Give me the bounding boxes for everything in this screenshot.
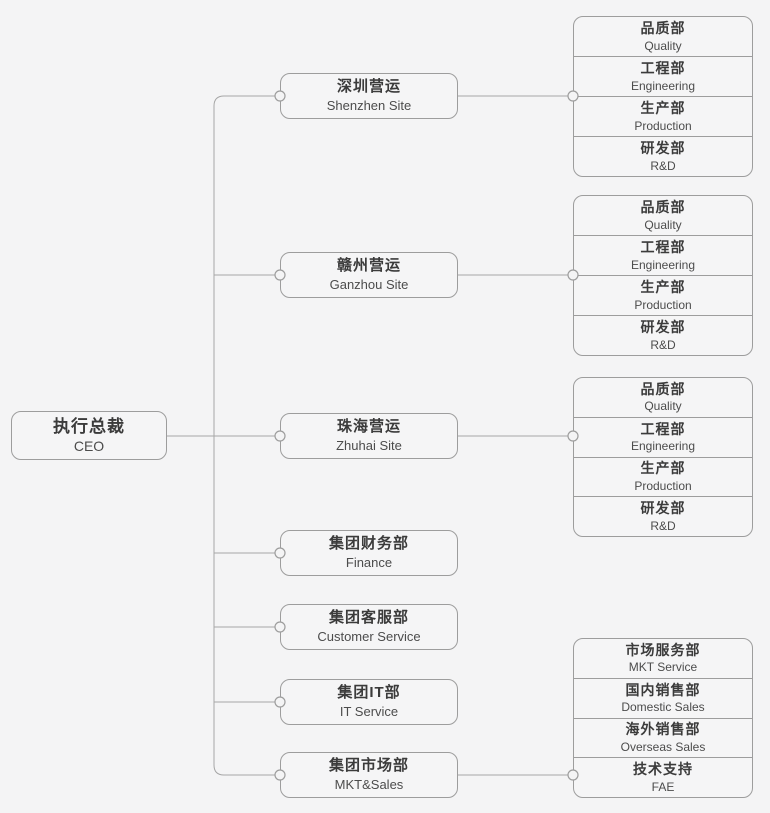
dept-label-en: Production	[634, 118, 692, 133]
node-label-zh: 赣州营运	[336, 257, 401, 275]
dept-label-en: Production	[634, 478, 692, 493]
node-ceo[interactable]: 执行总裁 CEO	[11, 411, 167, 460]
dept-label-en: R&D	[650, 158, 676, 173]
dept-overseas-sales[interactable]: 海外销售部 Overseas Sales	[574, 717, 752, 758]
dept-label-en: Domestic Sales	[621, 700, 705, 715]
dept-label-en: R&D	[650, 518, 676, 533]
dept-mkt-service[interactable]: 市场服务部 MKT Service	[574, 639, 752, 678]
dept-label-zh: 生产部	[640, 460, 686, 477]
dept-label-en: Overseas Sales	[620, 739, 706, 754]
node-label-en: MKT&Sales	[334, 777, 404, 793]
dept-label-zh: 工程部	[640, 420, 686, 437]
group-ganzhou-departments: 品质部 Quality 工程部 Engineering 生产部 Producti…	[573, 195, 753, 356]
group-mkt-departments: 市场服务部 MKT Service 国内销售部 Domestic Sales 海…	[573, 638, 753, 798]
dept-rd[interactable]: 研发部 R&D	[574, 496, 752, 536]
dept-label-en: Quality	[644, 399, 682, 414]
dept-label-zh: 生产部	[640, 100, 686, 117]
dept-label-en: Engineering	[630, 78, 696, 93]
dept-label-en: Production	[634, 297, 692, 312]
group-zhuhai-departments: 品质部 Quality 工程部 Engineering 生产部 Producti…	[573, 377, 753, 537]
dept-label-zh: 市场服务部	[625, 641, 701, 658]
dept-rd[interactable]: 研发部 R&D	[574, 136, 752, 176]
node-shenzhen-site[interactable]: 深圳营运 Shenzhen Site	[280, 73, 458, 119]
dept-label-zh: 海外销售部	[625, 721, 701, 738]
dept-label-zh: 品质部	[640, 20, 686, 37]
dept-domestic-sales[interactable]: 国内销售部 Domestic Sales	[574, 677, 752, 718]
dept-fae[interactable]: 技术支持 FAE	[574, 757, 752, 797]
node-label-zh: 集团市场部	[328, 757, 409, 775]
node-ceo-label-zh: 执行总裁	[53, 416, 125, 436]
node-label-zh: 珠海营运	[336, 418, 401, 436]
node-it-service[interactable]: 集团IT部 IT Service	[280, 679, 458, 725]
dept-engineering[interactable]: 工程部 Engineering	[574, 56, 752, 96]
dept-label-en: Engineering	[630, 439, 696, 454]
dept-label-en: Engineering	[630, 257, 696, 272]
dept-production[interactable]: 生产部 Production	[574, 96, 752, 136]
dept-quality[interactable]: 品质部 Quality	[574, 17, 752, 56]
dept-label-en: R&D	[650, 337, 676, 352]
dept-production[interactable]: 生产部 Production	[574, 275, 752, 315]
node-customer-service[interactable]: 集团客服部 Customer Service	[280, 604, 458, 650]
trunk-line	[213, 95, 275, 776]
dept-label-en: MKT Service	[628, 660, 698, 675]
dept-label-zh: 研发部	[640, 140, 686, 157]
node-zhuhai-site[interactable]: 珠海营运 Zhuhai Site	[280, 413, 458, 459]
node-ceo-label-en: CEO	[73, 438, 105, 455]
node-label-en: Ganzhou Site	[329, 277, 409, 293]
dept-label-zh: 生产部	[640, 279, 686, 296]
group-shenzhen-departments: 品质部 Quality 工程部 Engineering 生产部 Producti…	[573, 16, 753, 177]
dept-label-en: Quality	[644, 217, 682, 232]
dept-label-zh: 研发部	[640, 319, 686, 336]
node-mkt-sales[interactable]: 集团市场部 MKT&Sales	[280, 752, 458, 798]
dept-label-zh: 国内销售部	[625, 681, 701, 698]
dept-label-zh: 工程部	[640, 60, 686, 77]
node-label-zh: 集团财务部	[328, 535, 409, 553]
node-label-zh: 集团IT部	[337, 684, 401, 702]
dept-label-zh: 工程部	[640, 239, 686, 256]
node-label-en: Zhuhai Site	[336, 438, 402, 454]
node-label-zh: 深圳营运	[336, 78, 401, 96]
dept-engineering[interactable]: 工程部 Engineering	[574, 235, 752, 275]
node-ganzhou-site[interactable]: 赣州营运 Ganzhou Site	[280, 252, 458, 298]
dept-rd[interactable]: 研发部 R&D	[574, 315, 752, 355]
dept-production[interactable]: 生产部 Production	[574, 456, 752, 497]
dept-label-en: Quality	[644, 38, 682, 53]
dept-label-zh: 品质部	[640, 199, 686, 216]
dept-label-en: FAE	[651, 779, 675, 794]
dept-engineering[interactable]: 工程部 Engineering	[574, 416, 752, 457]
node-finance[interactable]: 集团财务部 Finance	[280, 530, 458, 576]
node-label-en: Finance	[345, 555, 393, 571]
dept-label-zh: 品质部	[640, 380, 686, 397]
node-label-en: IT Service	[339, 704, 399, 720]
dept-label-zh: 研发部	[640, 500, 686, 517]
dept-quality[interactable]: 品质部 Quality	[574, 378, 752, 417]
node-label-en: Shenzhen Site	[326, 98, 412, 114]
dept-quality[interactable]: 品质部 Quality	[574, 196, 752, 235]
dept-label-zh: 技术支持	[633, 761, 693, 778]
node-label-zh: 集团客服部	[328, 609, 409, 627]
node-label-en: Customer Service	[317, 629, 421, 645]
